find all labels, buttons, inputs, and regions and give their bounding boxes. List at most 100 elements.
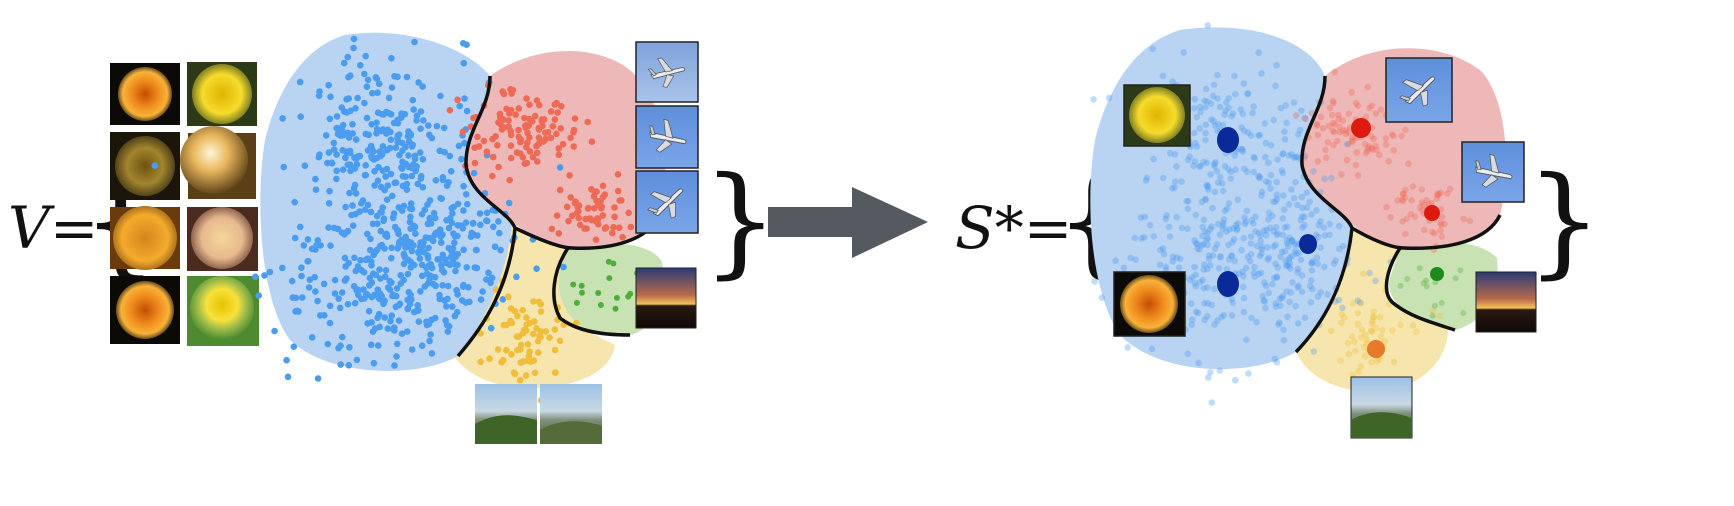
yellow-data-point: [1357, 363, 1364, 370]
blue-data-point: [1298, 272, 1306, 279]
red-data-point: [513, 149, 521, 156]
blue-data-point: [451, 312, 459, 320]
blue-data-point: [1232, 90, 1239, 98]
selected-green-point: [1430, 267, 1444, 281]
blue-data-point: [428, 350, 436, 357]
blue-data-point: [1296, 126, 1304, 134]
blue-data-point: [436, 256, 443, 263]
blue-data-point: [1213, 168, 1221, 175]
blue-data-point: [1249, 109, 1256, 117]
yellow-data-point: [1370, 314, 1377, 321]
yellow-data-point: [1358, 334, 1365, 341]
red-data-point: [1399, 197, 1407, 205]
blue-data-point: [383, 146, 391, 154]
red-data-point: [1343, 156, 1351, 164]
blue-data-point: [1284, 313, 1291, 321]
blue-data-point: [1171, 184, 1178, 191]
blue-data-point: [1202, 195, 1209, 203]
blue-data-point: [1132, 256, 1139, 263]
yellow-data-point: [1354, 320, 1362, 328]
blue-data-point: [1214, 71, 1221, 79]
blue-data-point: [367, 208, 375, 216]
blue-data-point: [1205, 255, 1213, 263]
blue-data-point: [1228, 252, 1235, 260]
blue-data-point: [291, 198, 299, 206]
blue-data-point: [290, 343, 298, 351]
red-data-point: [1441, 220, 1448, 228]
red-data-point: [1319, 125, 1327, 132]
red-data-point: [1322, 154, 1330, 161]
blue-data-point: [378, 151, 386, 158]
blue-data-point: [417, 125, 424, 132]
blue-data-point: [443, 303, 450, 310]
red-data-point: [570, 143, 578, 150]
blue-data-point: [1257, 269, 1265, 277]
red-data-point: [576, 221, 584, 229]
red-data-point: [599, 182, 607, 190]
blue-data-point: [1209, 204, 1216, 212]
red-data-point: [556, 186, 564, 194]
blue-data-point: [1258, 250, 1265, 257]
sunset-thumbnail-icon: [635, 267, 697, 329]
red-data-point: [590, 193, 598, 200]
blue-data-point: [1191, 129, 1198, 137]
blue-data-point: [403, 328, 411, 335]
blue-data-point: [261, 272, 268, 279]
peach-flower-thumbnail-icon: [187, 207, 258, 271]
blue-data-point: [388, 244, 396, 252]
blue-data-point: [344, 228, 351, 235]
red-data-point: [533, 149, 541, 157]
blue-data-point: [1223, 266, 1231, 273]
transform-arrow-icon: [768, 187, 928, 258]
blue-data-point: [374, 220, 381, 227]
blue-data-point: [1090, 96, 1097, 103]
blue-data-point: [458, 297, 466, 304]
blue-data-point: [1313, 207, 1320, 214]
daffodil-thumbnail-icon: [1123, 84, 1191, 147]
red-data-point: [1336, 123, 1343, 131]
blue-data-point: [1239, 146, 1246, 153]
yellow-data-point: [537, 333, 544, 341]
blue-data-point: [1261, 298, 1269, 305]
blue-data-point: [1330, 260, 1338, 268]
blue-data-point: [373, 125, 381, 133]
blue-data-point: [1295, 250, 1302, 257]
blue-data-point: [473, 246, 480, 254]
blue-data-point: [1299, 224, 1306, 231]
blue-data-point: [346, 161, 354, 168]
blue-data-point: [1229, 110, 1237, 117]
yellow-data-point: [503, 346, 510, 354]
blue-data-point: [1247, 240, 1255, 247]
blue-data-point: [431, 231, 439, 239]
blue-data-point: [373, 154, 381, 162]
blue-data-point: [1202, 85, 1210, 93]
red-data-point: [1342, 127, 1350, 134]
blue-data-point: [1282, 257, 1289, 265]
yellow-data-point: [1368, 320, 1376, 328]
blue-data-point: [1203, 183, 1211, 190]
red-data-point: [619, 233, 626, 241]
red-data-point: [507, 142, 515, 149]
selected-red-point: [1351, 118, 1371, 138]
blue-data-point: [1189, 273, 1196, 281]
blue-data-point: [421, 283, 429, 290]
blue-data-point: [325, 81, 333, 89]
blue-data-point: [1266, 224, 1274, 232]
blue-data-point: [1269, 212, 1276, 220]
blue-data-point: [415, 318, 423, 326]
blue-data-point: [334, 130, 342, 138]
red-data-point: [483, 148, 491, 155]
blue-data-point: [1314, 233, 1322, 241]
blue-data-point: [1298, 288, 1306, 296]
red-data-point: [1418, 199, 1426, 206]
blue-data-point: [325, 224, 332, 231]
red-data-point: [1342, 130, 1350, 138]
yellow-data-point: [1361, 352, 1369, 360]
yellow-data-point: [530, 330, 537, 338]
blue-data-point: [339, 333, 346, 341]
blue-data-point: [556, 164, 564, 171]
blue-data-point: [1251, 273, 1258, 280]
blue-data-point: [452, 267, 459, 275]
blue-data-point: [436, 295, 444, 303]
blue-data-point: [1253, 242, 1261, 250]
